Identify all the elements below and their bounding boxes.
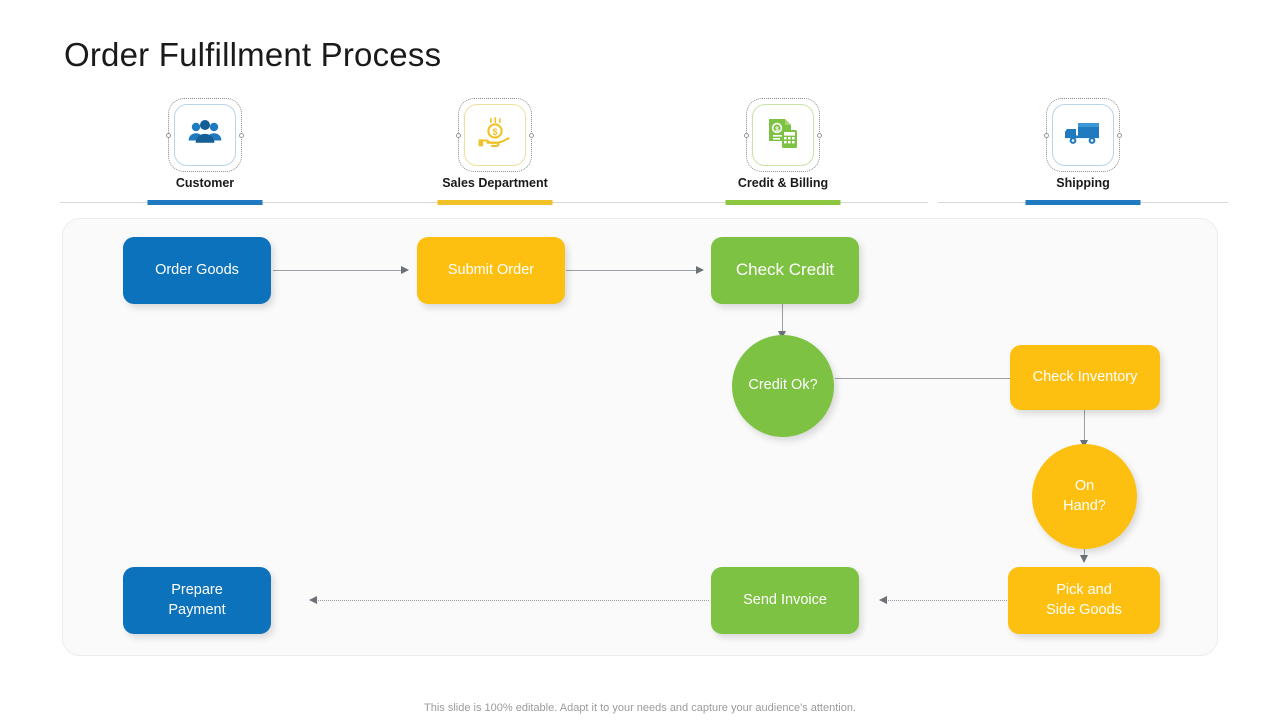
connector-check-credit-to-credit-ok [782,301,783,335]
svg-text:$: $ [775,126,779,133]
lane-label-sales-department: Sales Department [442,176,548,190]
lane-header-row: Customer $ [60,98,1228,205]
flow-node-submit-order[interactable]: Submit Order [417,237,565,304]
lane-label-credit-billing: Credit & Billing [737,176,829,190]
connector-order-goods-to-submit-order [273,270,403,271]
flow-node-label-line1: On [1074,478,1095,495]
flow-node-pick-side-goods[interactable]: Pick and Side Goods [1008,567,1160,634]
arrowhead-right [401,265,409,274]
arrowhead-left [309,595,317,604]
flow-node-label-line1: Pick and [1056,582,1112,599]
lane-icon-wrap-credit-billing[interactable]: $ [744,98,822,172]
selection-frame-icon [166,98,244,172]
flow-node-label-line2: Payment [168,601,226,618]
lane-icon-wrap-shipping[interactable] [1044,98,1122,172]
selection-frame-icon [744,98,822,172]
flow-node-label: Submit Order [447,261,535,278]
arrowhead-left [879,595,887,604]
lane-icon-box-sales-department: $ [464,104,526,166]
flow-node-label: Send Invoice [743,591,827,608]
flow-node-label-multiline: On Hand? [1063,477,1106,516]
lane-accent-bar-sales-department [437,200,553,205]
connector-send-invoice-to-prepare-payment [315,600,709,601]
selection-frame-icon [1044,98,1122,172]
lane-accent-bar-customer [147,200,263,205]
lane-icon-box-customer [174,104,236,166]
flow-node-prepare-payment[interactable]: Prepare Payment [123,567,271,634]
people-group-icon [187,118,223,153]
flow-node-label: Order Goods [155,261,239,278]
lane-header-customer[interactable]: Customer [60,98,350,205]
flow-diagram-panel: Order Goods Submit Order Check Credit Cr… [62,218,1218,656]
flow-node-on-hand[interactable]: On Hand? [1032,444,1137,549]
lane-accent-bar-shipping [1025,200,1141,205]
arrowhead-down [1080,555,1088,563]
hand-holding-coin-icon: $ [477,116,513,154]
flow-node-label-line1: Prepare [171,582,223,599]
lane-icon-wrap-sales-department[interactable]: $ [456,98,534,172]
page-title: Order Fulfillment Process [64,36,442,73]
lane-header-credit-billing[interactable]: $ Credit & Billing [638,98,928,205]
flow-node-check-credit[interactable]: Check Credit [711,237,859,304]
selection-frame-icon [456,98,534,172]
connector-credit-ok-to-check-inventory [835,378,1015,379]
arrowhead-right [696,265,704,274]
flow-node-order-goods[interactable]: Order Goods [123,237,271,304]
invoice-calculator-icon: $ [766,117,800,154]
flow-node-label-multiline: Prepare Payment [168,581,225,620]
flow-node-label: Check Inventory [1032,368,1138,385]
flow-node-label-line2: Hand? [1063,497,1106,514]
lane-icon-box-shipping [1052,104,1114,166]
lane-icon-box-credit-billing: $ [752,104,814,166]
flow-node-check-inventory[interactable]: Check Inventory [1010,345,1160,410]
flow-node-label: Check Credit [735,260,835,280]
lane-icon-wrap-customer[interactable] [166,98,244,172]
footer-note: This slide is 100% editable. Adapt it to… [424,702,856,714]
lane-label-customer: Customer [175,176,235,190]
lane-header-shipping[interactable]: Shipping [938,98,1228,205]
flow-node-label: Credit Ok? [748,377,818,394]
lane-header-sales-department[interactable]: $ Sales Department [350,98,640,205]
connector-pick-side-goods-to-send-invoice [885,600,1009,601]
svg-text:$: $ [492,127,497,137]
connector-check-inventory-to-on-hand [1084,409,1085,444]
connector-submit-order-to-check-credit [566,270,698,271]
flow-node-label-multiline: Pick and Side Goods [1046,581,1122,620]
lane-label-shipping: Shipping [1056,176,1110,190]
delivery-truck-icon [1064,119,1102,152]
flow-node-label-line2: Side Goods [1046,601,1122,618]
flow-node-send-invoice[interactable]: Send Invoice [711,567,859,634]
lane-accent-bar-credit-billing [725,200,841,205]
flow-node-credit-ok[interactable]: Credit Ok? [732,335,834,437]
